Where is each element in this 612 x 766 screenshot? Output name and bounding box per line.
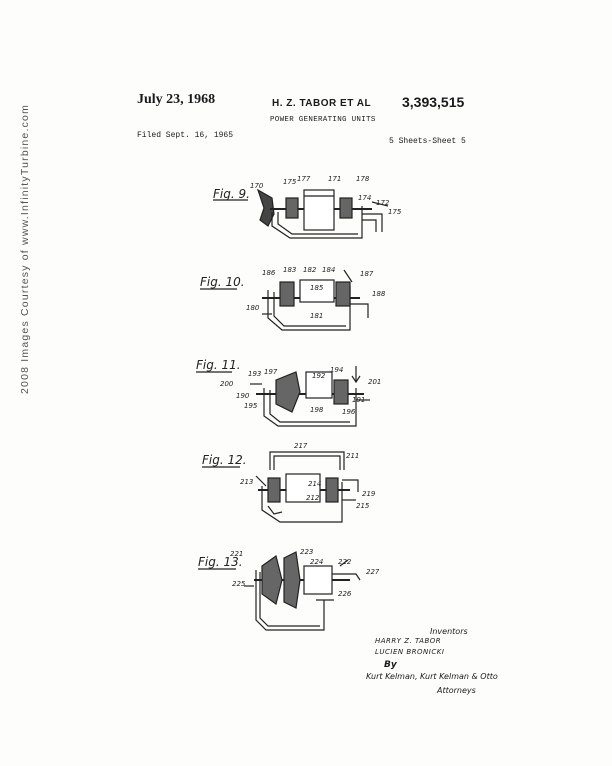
fig10-ref-182: 182 — [303, 266, 317, 274]
fig13-ref-227: 227 — [366, 568, 380, 576]
fig9-ref-178: 178 — [356, 175, 370, 183]
fig9-ref-175b: 175 — [388, 208, 402, 216]
fig10-ref-181: 181 — [310, 312, 323, 320]
by-label: By — [384, 660, 397, 670]
fig11-ref-197: 197 — [264, 368, 278, 376]
attorneys-label: Attorneys — [437, 686, 476, 695]
fig12-ref-214: 214 — [308, 480, 321, 488]
fig10-ref-187: 187 — [360, 270, 374, 278]
fig11-ref-201: 201 — [368, 378, 381, 386]
inventors-label: Inventors — [430, 627, 468, 636]
fig10-ref-185: 185 — [310, 284, 324, 292]
figure-13-drawing: Fig. 13. — [198, 552, 360, 630]
fig10-ref-184: 184 — [322, 266, 335, 274]
fig11-ref-198: 198 — [310, 406, 324, 414]
fig12-ref-212: 212 — [306, 494, 320, 502]
figure-12-drawing: Fig. 12. — [202, 452, 358, 522]
figure-9-label: Fig. 9. — [213, 187, 250, 201]
fig12-ref-211: 211 — [346, 452, 359, 460]
fig13-ref-224: 224 — [310, 558, 323, 566]
fig13-ref-222: 222 — [338, 558, 352, 566]
inventor-name-2: LUCIEN BRONICKI — [375, 648, 444, 656]
fig10-ref-183: 183 — [283, 266, 296, 274]
fig12-ref-215: 215 — [356, 502, 370, 510]
figure-10-drawing: Fig. 10. — [200, 270, 368, 330]
fig13-ref-226: 226 — [338, 590, 352, 598]
fig10-ref-180: 180 — [246, 304, 260, 312]
fig11-ref-195: 195 — [244, 402, 258, 410]
inventor-name-1: HARRY Z. TABOR — [375, 637, 441, 645]
fig11-ref-190: 190 — [236, 392, 250, 400]
figure-11-label: Fig. 11. — [196, 358, 241, 372]
fig12-ref-213: 213 — [240, 478, 253, 486]
fig11-ref-191: 191 — [352, 396, 365, 404]
fig9-ref-177: 177 — [297, 175, 311, 183]
figure-12-label: Fig. 12. — [202, 453, 247, 467]
fig9-ref-171: 171 — [328, 175, 341, 183]
fig11-ref-193: 193 — [248, 370, 261, 378]
fig12-ref-217: 217 — [294, 442, 308, 450]
fig11-ref-192: 192 — [312, 372, 326, 380]
figure-10-label: Fig. 10. — [200, 275, 245, 289]
fig9-ref-174: 174 — [358, 194, 371, 202]
fig13-ref-225: 225 — [232, 580, 246, 588]
fig9-ref-175a: 175 — [283, 178, 297, 186]
fig11-ref-200: 200 — [220, 380, 234, 388]
fig12-ref-219: 219 — [362, 490, 376, 498]
fig10-ref-186: 186 — [262, 269, 276, 277]
fig9-ref-172: 172 — [376, 199, 390, 207]
fig13-ref-223: 223 — [300, 548, 313, 556]
fig11-ref-196: 196 — [342, 408, 356, 416]
fig13-ref-221: 221 — [230, 550, 243, 558]
attorney-signature: Kurt Kelman, Kurt Kelman & Otto — [366, 672, 498, 681]
fig10-ref-188: 188 — [372, 290, 386, 298]
fig11-ref-194: 194 — [330, 366, 343, 374]
fig9-ref-170: 170 — [250, 182, 264, 190]
